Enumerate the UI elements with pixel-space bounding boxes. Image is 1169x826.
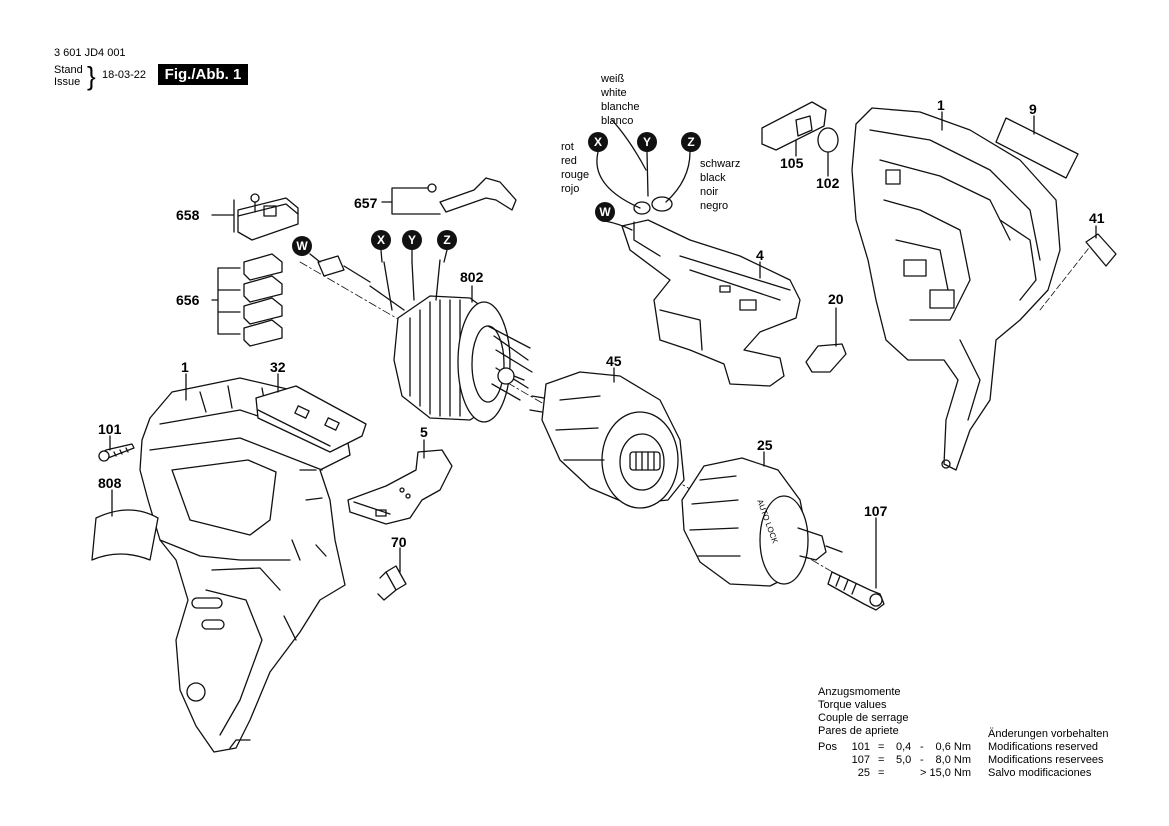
figure-label: Fig./Abb. 1	[158, 64, 248, 85]
chuck-25	[681, 457, 843, 587]
white-wire-label: weiß white blanche blanco	[601, 73, 640, 127]
part-label-4: 4	[756, 247, 764, 263]
part-number: 3 601 JD4 001	[54, 47, 126, 59]
torque-row-max: > 15,0 Nm	[920, 767, 972, 779]
black-wire-label: schwarz black noir negro	[700, 158, 741, 212]
part-label-5: 5	[420, 424, 428, 440]
part-label-25: 25	[757, 437, 773, 453]
modifications-es: Salvo modificaciones	[988, 767, 1092, 779]
part-label-9: 9	[1029, 101, 1037, 117]
torque-row-pos: 25	[857, 767, 870, 779]
torque-row-dash: -	[920, 754, 924, 766]
part-808	[91, 509, 159, 561]
part-label-32: 32	[270, 359, 286, 375]
part-5	[347, 449, 453, 525]
connector-z-top: Z	[681, 132, 701, 152]
modifications-en: Modifications reserved	[988, 741, 1099, 753]
gearbox-45	[529, 371, 685, 509]
issue-label: Issue	[54, 76, 81, 88]
right-housing	[851, 107, 1061, 471]
part-656	[243, 253, 283, 347]
part-label-657: 657	[354, 195, 378, 211]
torque-header: Anzugsmomente Torque values Couple de se…	[818, 686, 909, 738]
connector-x-top: X	[588, 132, 608, 152]
part-102	[817, 127, 839, 153]
part-label-101: 101	[98, 421, 122, 437]
torque-row-eq: =	[878, 741, 885, 753]
connector-w-left: W	[292, 236, 312, 256]
part-label-45: 45	[606, 353, 622, 369]
part-label-102: 102	[816, 175, 840, 191]
connector-y-top: Y	[637, 132, 657, 152]
torque-pos-label: Pos	[818, 741, 837, 753]
part-105	[761, 101, 827, 151]
torque-row-max: 8,0 Nm	[935, 754, 971, 766]
torque-title-es: Pares de apriete	[818, 725, 899, 737]
torque-row-eq: =	[878, 754, 885, 766]
part-32	[255, 385, 367, 453]
issue-date: 18-03-22	[102, 69, 147, 81]
connector-y-left: Y	[402, 230, 422, 250]
left-housing	[139, 377, 351, 753]
part-9	[995, 117, 1079, 179]
part-label-1-right: 1	[937, 97, 945, 113]
part-20	[805, 343, 847, 373]
torque-row-min: 0,4	[896, 741, 912, 753]
connector-x-left: X	[371, 230, 391, 250]
part-101	[98, 443, 135, 462]
torque-row-pos: 101	[851, 741, 870, 753]
torque-row-dash: -	[920, 741, 924, 753]
modifications-de: Änderungen vorbehalten	[988, 728, 1109, 740]
part-658	[237, 193, 299, 241]
connector-w-top: W	[595, 202, 615, 222]
part-label-41: 41	[1089, 210, 1105, 226]
motor-802	[369, 259, 533, 423]
part-label-656: 656	[176, 292, 200, 308]
torque-title-de: Anzugsmomente	[818, 686, 901, 698]
part-label-658: 658	[176, 207, 200, 223]
modifications-fr: Modifications reservees	[988, 754, 1104, 766]
torque-row-eq: =	[878, 767, 885, 779]
stand-label: Stand	[54, 64, 83, 76]
torque-row-pos: 107	[851, 754, 870, 766]
part-label-808: 808	[98, 475, 122, 491]
part-657	[427, 177, 517, 213]
header-brace: }	[87, 61, 96, 91]
part-label-105: 105	[780, 155, 804, 171]
part-label-20: 20	[828, 291, 844, 307]
modifications-notice: Änderungen vorbehalten Modifications res…	[988, 728, 1108, 780]
part-label-1-left: 1	[181, 359, 189, 375]
part-label-802: 802	[460, 269, 484, 285]
torque-row-min: 5,0	[896, 754, 912, 766]
screw-107	[827, 571, 885, 611]
torque-row-max: 0,6 Nm	[935, 741, 971, 753]
part-label-107: 107	[864, 503, 888, 519]
electronics-module-4	[621, 196, 801, 387]
part-41	[1085, 233, 1117, 267]
part-70	[377, 565, 407, 601]
part-label-70: 70	[391, 534, 407, 550]
red-wire-label: rot red rouge rojo	[561, 141, 590, 195]
torque-title-fr: Couple de serrage	[818, 712, 909, 724]
connector-z-left: Z	[437, 230, 457, 250]
torque-title-en: Torque values	[818, 699, 887, 711]
w-plug	[317, 255, 371, 283]
